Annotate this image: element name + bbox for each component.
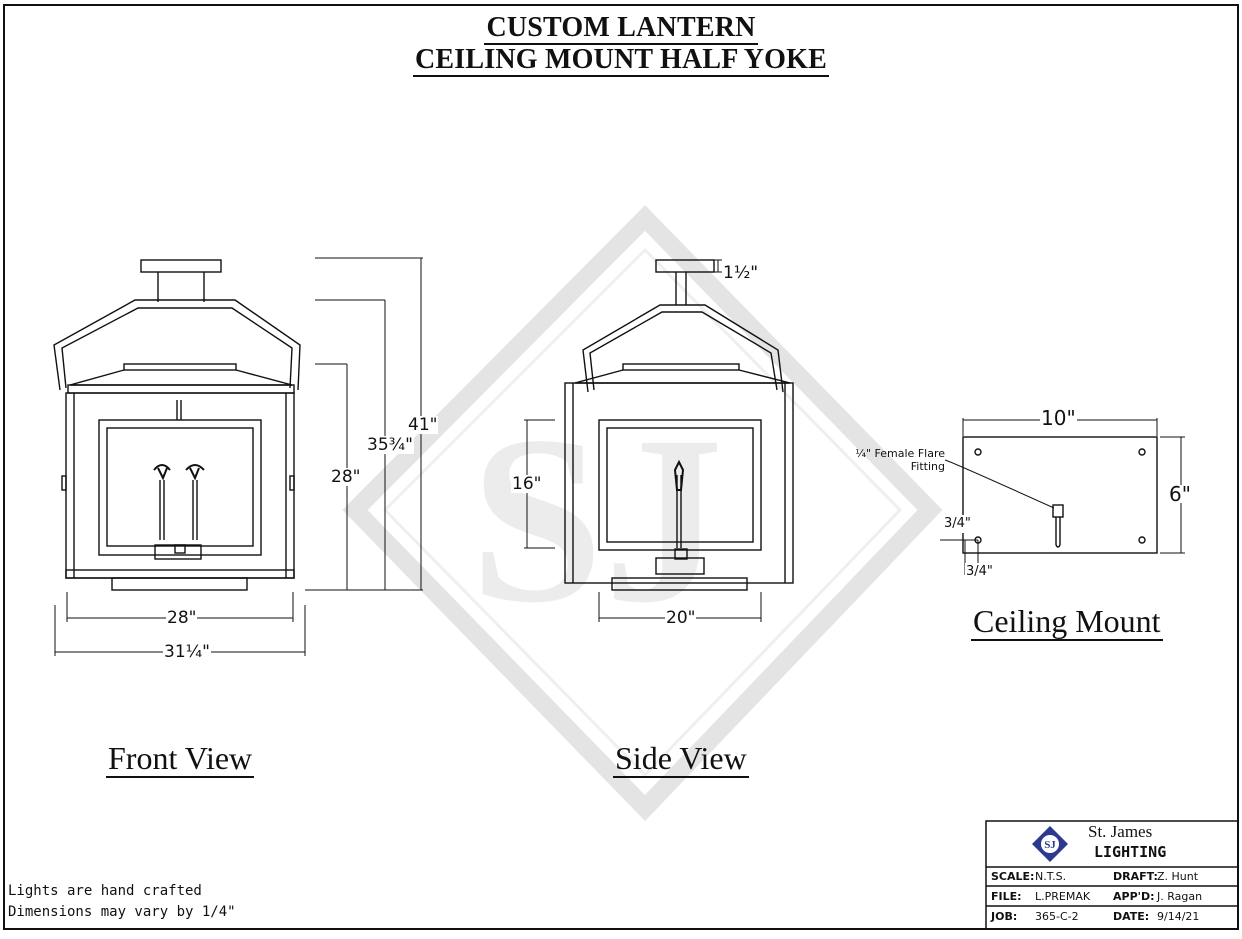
front-height-total-dim: 41" [407, 415, 439, 435]
sheet-border [3, 4, 1239, 930]
side-view-drawing [564, 259, 794, 591]
job-value: 365-C-2 [1035, 910, 1079, 923]
ceiling-height-dim: 6" [1168, 482, 1192, 506]
ceiling-mount-drawing [944, 436, 1158, 554]
draft-value: Z. Hunt [1157, 870, 1199, 883]
front-height-mid-dim: 35¾" [366, 435, 414, 455]
fitting-note-line2: Fitting [910, 460, 945, 473]
scale-key: SCALE: [991, 870, 1035, 883]
front-height-body-dim: 28" [330, 467, 362, 487]
date-key: DATE: [1113, 910, 1150, 923]
watermark-logo: SJ [342, 205, 943, 821]
front-width-outer-dim: 31¼" [163, 642, 211, 662]
front-view-drawing [53, 259, 301, 591]
ceiling-mount-label: Ceiling Mount [971, 603, 1163, 641]
front-width-inner-dim: 28" [166, 608, 198, 628]
scale-value: N.T.S. [1035, 870, 1067, 883]
side-width-dim: 20" [665, 608, 697, 628]
ceiling-mount-dimensions [940, 418, 1185, 575]
side-view-label: Side View [613, 740, 749, 778]
drawing-title-line2: CEILING MOUNT HALF YOKE [413, 44, 829, 77]
note-dimensions-vary: Dimensions may vary by 1/4" [8, 904, 236, 920]
date-value: 9/14/21 [1157, 910, 1200, 923]
draft-key: DRAFT: [1113, 870, 1158, 883]
file-key: FILE: [991, 890, 1022, 903]
fitting-note: ¼" Female Flare Fitting [855, 447, 945, 473]
title-block-lines [985, 820, 1239, 930]
ceiling-offset-y-dim: 3/4" [943, 515, 972, 533]
ceiling-width-dim: 10" [1040, 406, 1077, 430]
ceiling-offset-x-dim: 3/4" [965, 563, 994, 581]
front-view-dimensions [54, 257, 423, 656]
side-canopy-dim: 1½" [722, 263, 760, 283]
company-division: LIGHTING [1094, 843, 1167, 861]
st-james-logo: SJ [1032, 826, 1068, 862]
note-hand-crafted: Lights are hand crafted [8, 883, 202, 899]
appd-key: APP'D: [1113, 890, 1155, 903]
file-value: L.PREMAK [1035, 890, 1091, 903]
fitting-note-line1: ¼" Female Flare [855, 447, 945, 460]
drawing-title-line1: CUSTOM LANTERN [484, 12, 758, 45]
company-name: St. James [1088, 822, 1153, 841]
appd-value: J. Ragan [1157, 890, 1203, 903]
front-view-label: Front View [106, 740, 255, 778]
side-glass-height-dim: 16" [511, 474, 543, 494]
job-key: JOB: [991, 910, 1018, 923]
logo-text: SJ [1044, 839, 1056, 851]
